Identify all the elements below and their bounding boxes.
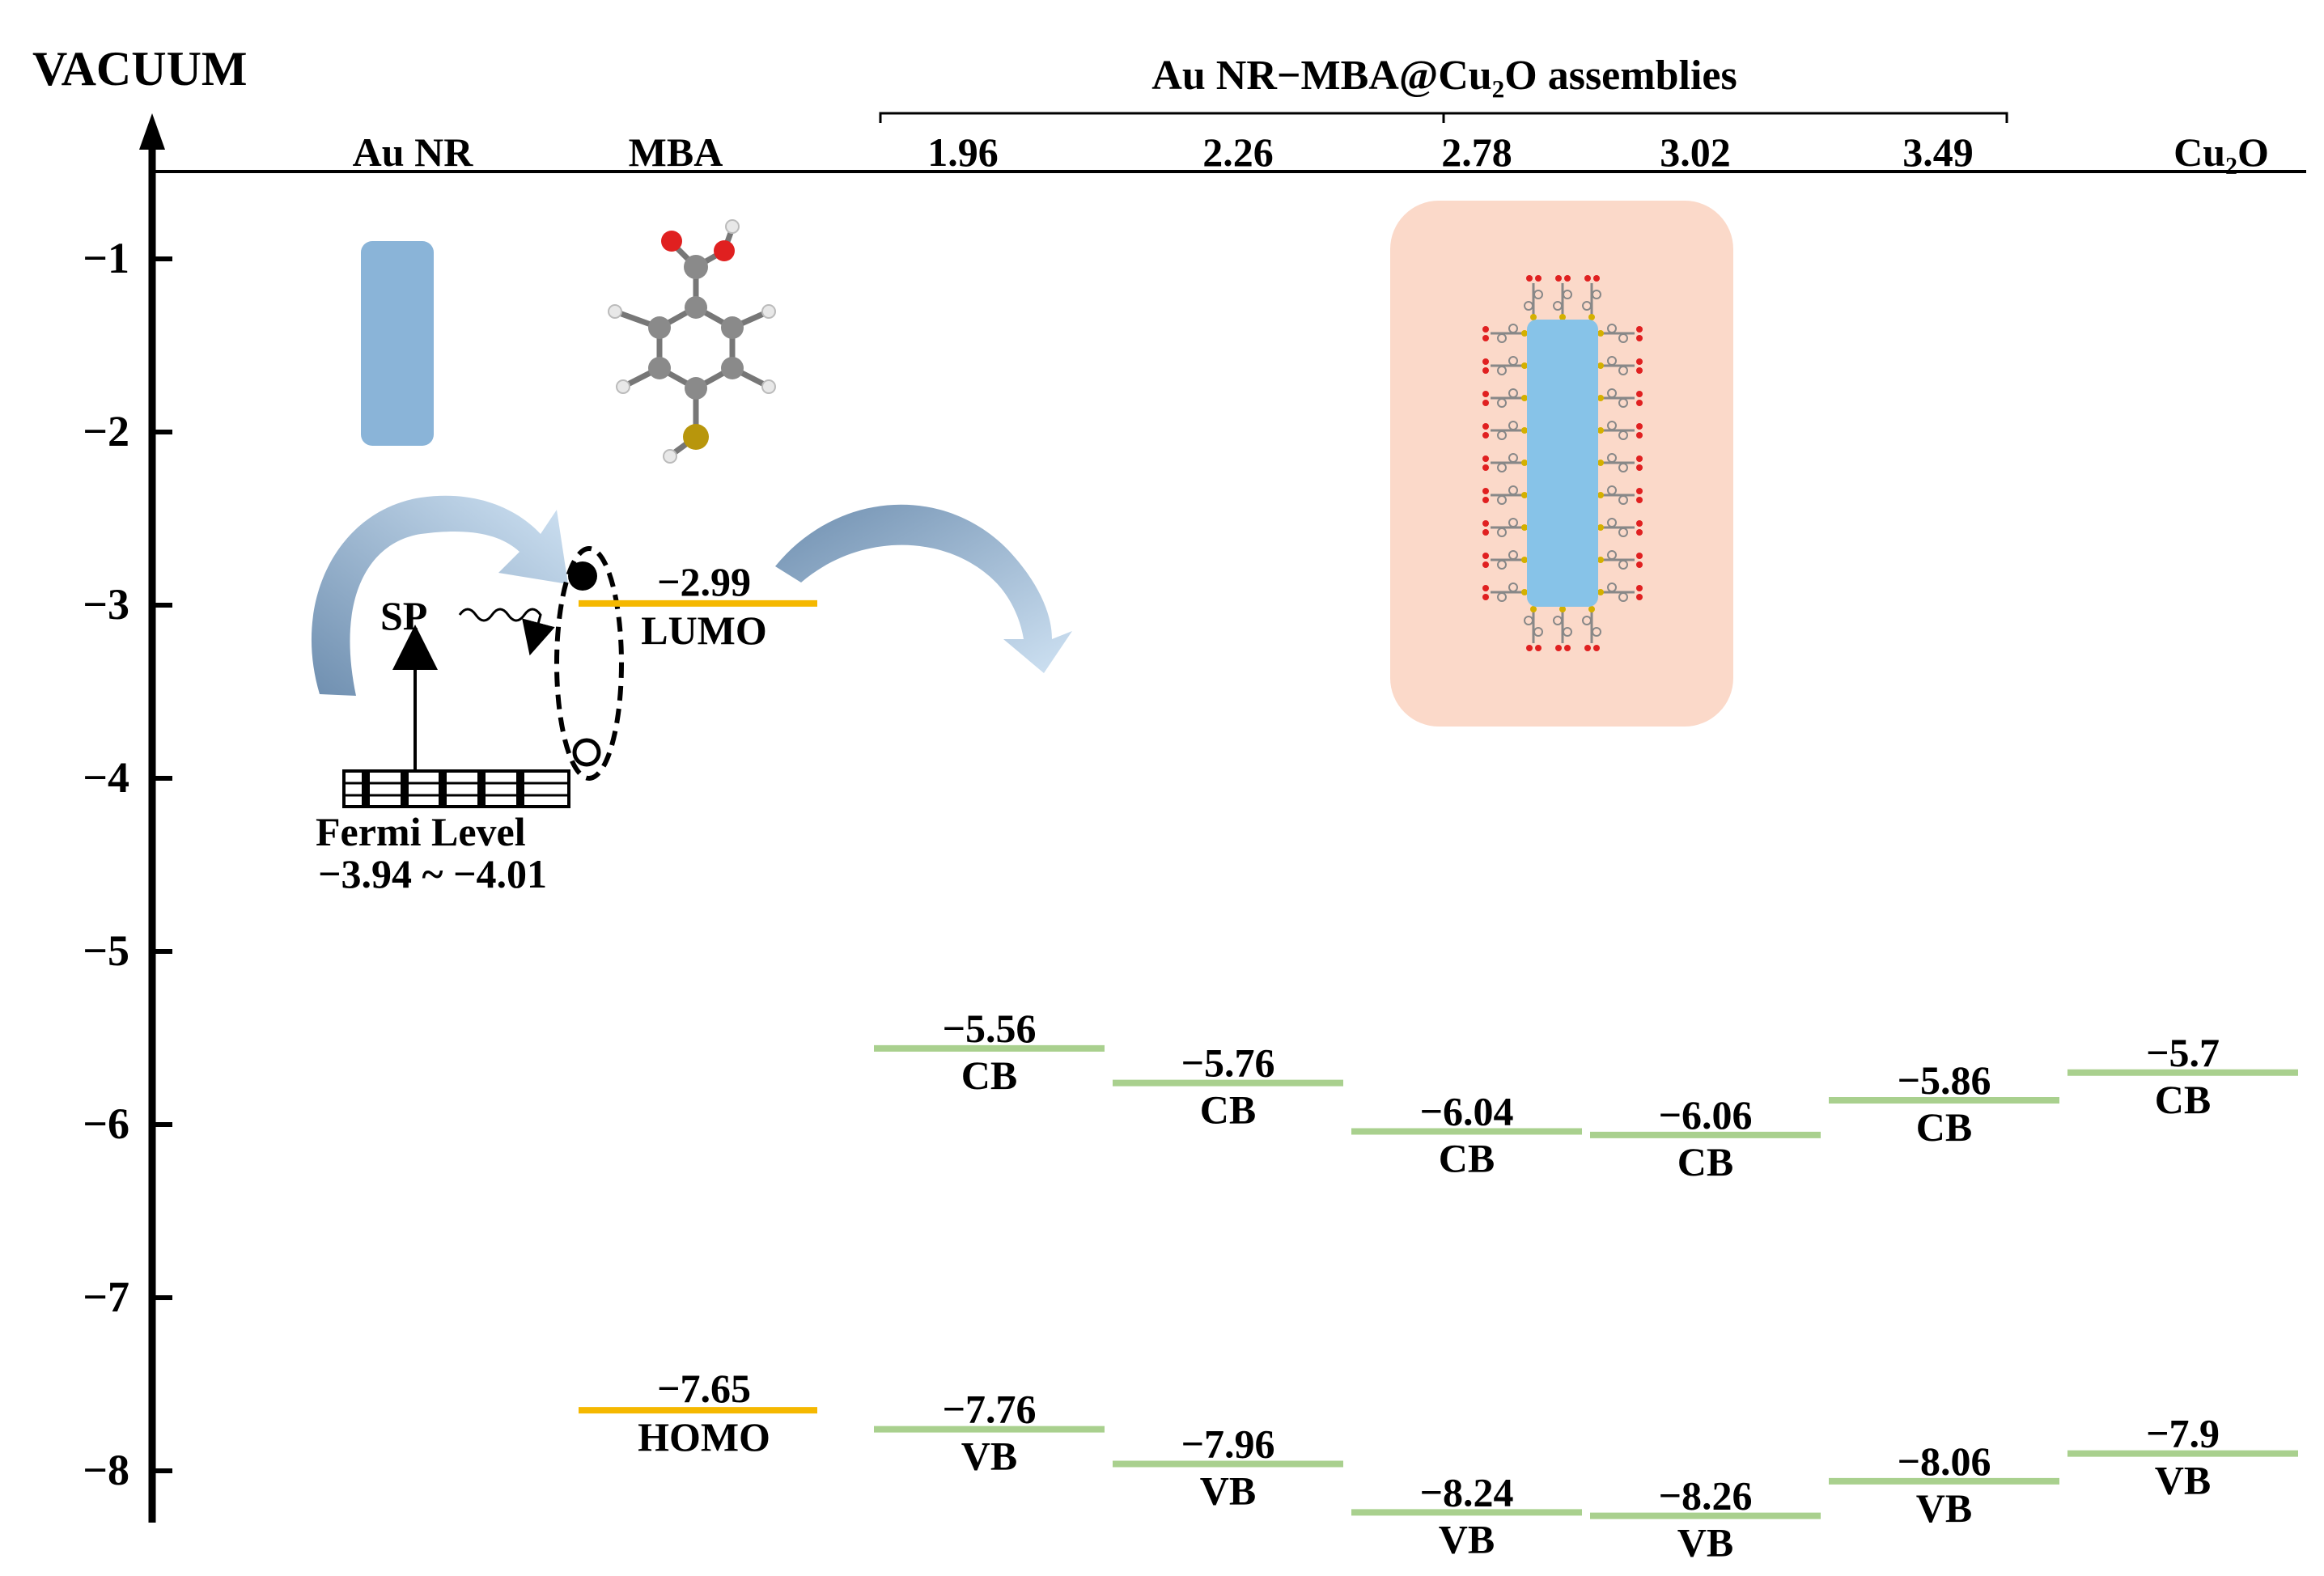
column-header-cu2o: Cu₂O — [2173, 129, 2269, 175]
vb-name-label: VB — [2155, 1458, 2211, 1503]
ligand-icon — [1482, 421, 1528, 440]
vb-value-label: −7.96 — [1181, 1421, 1275, 1466]
assembly-nanorod — [1527, 320, 1598, 607]
ligand-icon — [1482, 518, 1528, 537]
ligand-icon — [1597, 453, 1643, 472]
axis-tick-label: −7 — [83, 1273, 129, 1321]
au-nanorod-icon — [361, 241, 434, 446]
cb-name-label: CB — [2155, 1077, 2211, 1122]
group-title: Au NR−MBA@Cu₂O assemblies — [1151, 53, 1737, 99]
axis-tick-label: −8 — [83, 1446, 129, 1494]
mba-lumo-label: LUMO — [641, 608, 767, 653]
ligand-icon — [1582, 275, 1601, 320]
ligand-icon — [1597, 550, 1643, 570]
axis-ticks: −1 −2 −3 −4 −5 −6 −7 −8 — [83, 234, 172, 1494]
mba-homo-value-label: −7.65 — [657, 1366, 751, 1411]
axis-tick-label: −4 — [83, 753, 129, 802]
energy-axis: VACUUM −1 −2 −3 −4 −5 −6 −7 −8 — [32, 42, 2306, 1523]
hole-icon — [572, 738, 601, 767]
fermi-range-label: −3.94 ~ −4.01 — [318, 851, 547, 896]
electron-hole-ellipse — [554, 546, 624, 781]
ligand-icon — [1597, 485, 1643, 505]
axis-tick-label: −2 — [83, 407, 129, 455]
energy-transfer-wavy-arrow — [458, 608, 555, 656]
vb-value-label: −7.76 — [943, 1387, 1037, 1432]
ligand-icon — [1597, 324, 1643, 343]
ligand-icon — [1597, 388, 1643, 408]
ligand-icon — [1524, 275, 1543, 320]
vb-value-label: −7.9 — [2146, 1411, 2220, 1456]
cb-value-label: −5.76 — [1181, 1040, 1275, 1086]
ligand-icon — [1482, 356, 1528, 375]
cb-value-label: −5.86 — [1898, 1057, 1991, 1103]
mba-homo-label: HOMO — [638, 1414, 770, 1459]
vb-name-label: VB — [961, 1434, 1017, 1479]
vb-name-label: VB — [1439, 1516, 1495, 1561]
mba-levels: −2.99 LUMO −7.65 HOMO — [579, 559, 817, 1459]
header: Au NR−MBA@Cu₂O assemblies Au NR MBA 1.96… — [353, 53, 2269, 175]
fermi-level-label: Fermi Level — [316, 809, 526, 854]
cb-name-label: CB — [961, 1053, 1017, 1098]
band-levels: −5.56CB−7.76VB−5.76CB−7.96VB−6.04CB−8.24… — [874, 1006, 2298, 1565]
axis-tick-label: −1 — [83, 234, 129, 282]
column-header-3-02: 3.02 — [1660, 129, 1731, 175]
cb-name-label: CB — [1677, 1139, 1733, 1184]
vb-value-label: −8.24 — [1420, 1469, 1514, 1515]
mba-molecule-icon — [608, 219, 776, 464]
column-header-au-nr: Au NR — [353, 129, 474, 175]
cb-name-label: CB — [1916, 1104, 1972, 1150]
vb-name-label: VB — [1677, 1520, 1733, 1565]
vb-name-label: VB — [1200, 1468, 1256, 1513]
axis-arrowhead — [139, 113, 165, 150]
ligand-icon — [1597, 583, 1643, 602]
axis-tick-label: −6 — [83, 1099, 129, 1148]
ligand-icon — [1482, 485, 1528, 505]
axis-tick-label: −3 — [83, 580, 129, 629]
cb-value-label: −6.06 — [1659, 1092, 1753, 1138]
axis-tick-label: −5 — [83, 926, 129, 975]
column-header-2-78: 2.78 — [1441, 129, 1512, 175]
electron-icon — [568, 561, 597, 591]
group-bracket — [879, 112, 2008, 123]
ligand-icon — [1597, 518, 1643, 537]
ligand-icon — [1482, 550, 1528, 570]
plasmon-transfer-arrow-icon — [311, 495, 568, 696]
assembly-ligands — [1482, 275, 1643, 651]
cb-value-label: −5.56 — [943, 1006, 1037, 1051]
fermi-level-box — [342, 769, 570, 808]
cb-name-label: CB — [1439, 1136, 1495, 1181]
vb-value-label: −8.26 — [1659, 1473, 1753, 1519]
ligand-icon — [1482, 453, 1528, 472]
ligand-icon — [1582, 606, 1601, 651]
ligand-icon — [1482, 324, 1528, 343]
column-header-1-96: 1.96 — [927, 129, 999, 175]
mba-lumo-value-label: −2.99 — [657, 559, 751, 604]
ligand-icon — [1482, 388, 1528, 408]
vb-value-label: −8.06 — [1898, 1438, 1991, 1484]
ligand-icon — [1553, 275, 1572, 320]
column-header-mba: MBA — [629, 129, 723, 175]
cb-value-label: −6.04 — [1420, 1089, 1514, 1134]
axis-top-label: VACUUM — [32, 42, 248, 95]
assembly-illustration — [1390, 201, 1733, 727]
cb-name-label: CB — [1200, 1087, 1256, 1133]
ligand-icon — [1553, 606, 1572, 651]
ligand-icon — [1524, 606, 1543, 651]
sp-label: SP — [380, 593, 427, 638]
ligand-icon — [1482, 583, 1528, 602]
electron-injection-arrow-icon — [775, 504, 1072, 673]
column-header-2-26: 2.26 — [1202, 129, 1274, 175]
cb-value-label: −5.7 — [2146, 1030, 2220, 1075]
vb-name-label: VB — [1916, 1485, 1972, 1531]
ligand-icon — [1597, 356, 1643, 375]
ligand-icon — [1597, 421, 1643, 440]
column-header-3-49: 3.49 — [1902, 129, 1974, 175]
